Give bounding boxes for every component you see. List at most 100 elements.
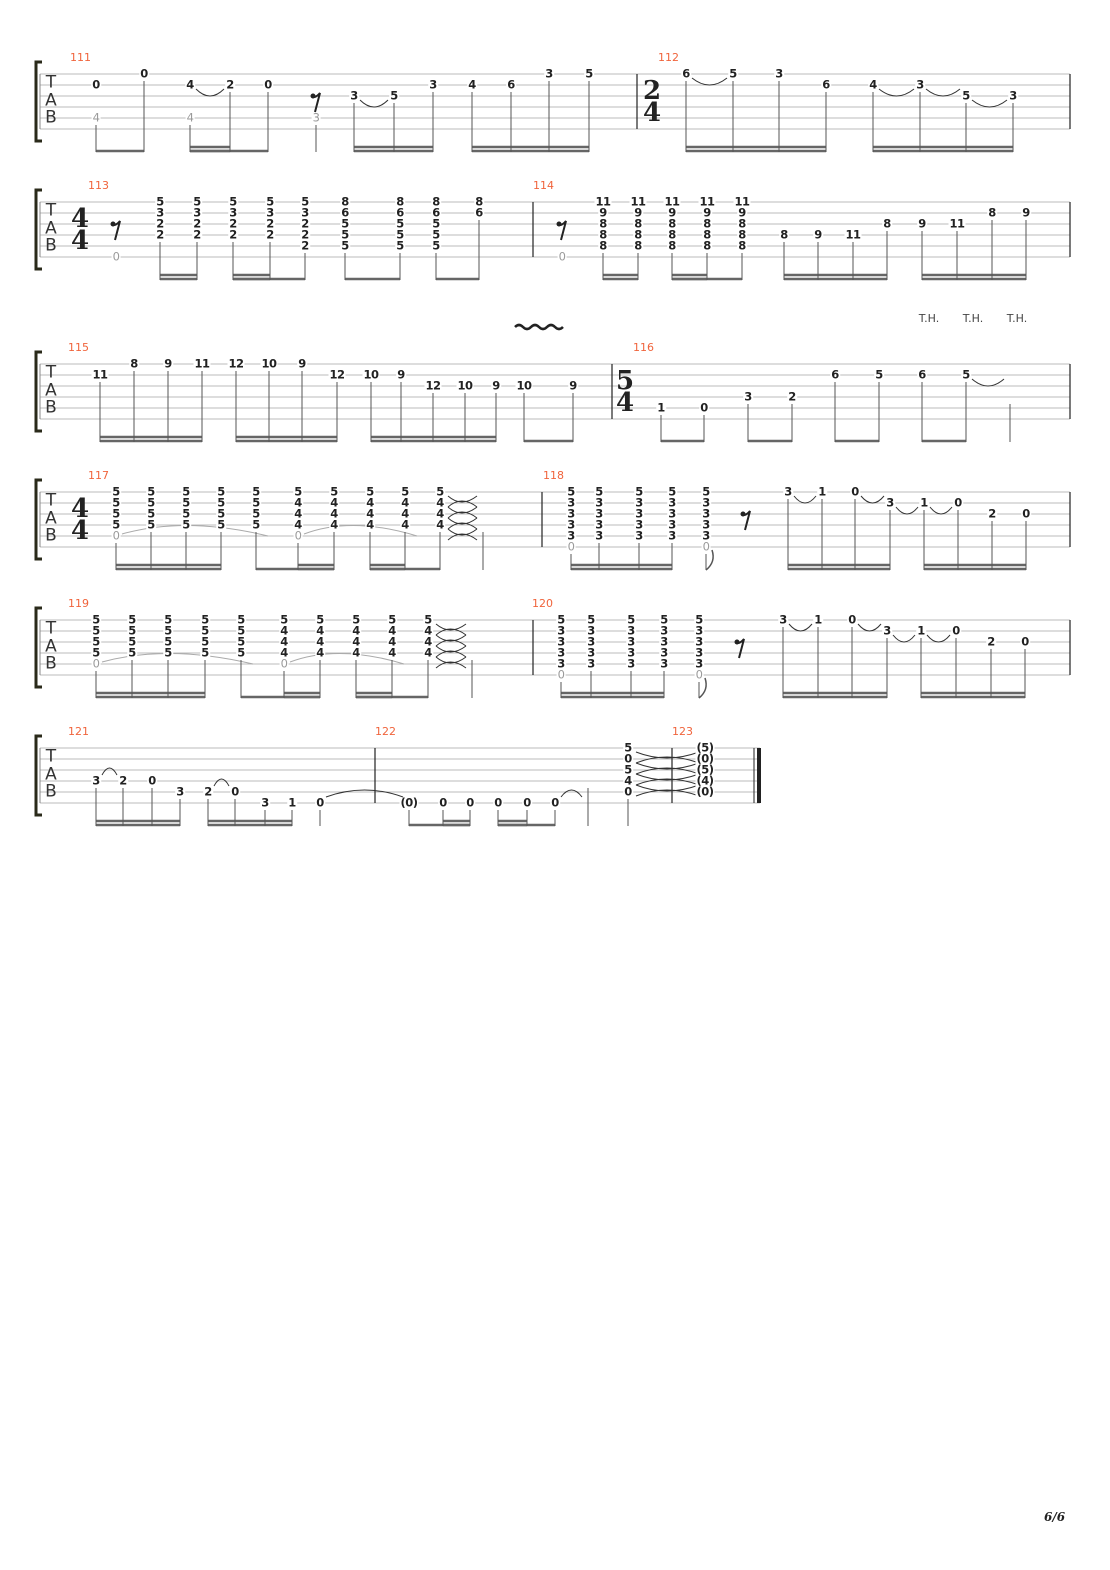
fret-number: 5: [192, 194, 202, 209]
fret-number: 3: [265, 205, 275, 220]
fret-number: 5: [181, 484, 191, 499]
fret-number: 3: [428, 77, 438, 92]
fret-number: 11: [948, 216, 966, 231]
fret-number: 3: [586, 623, 596, 638]
fret-number: 4: [365, 495, 375, 510]
fret-number: 5: [279, 612, 289, 627]
fret-number: 0: [263, 77, 273, 92]
fret-number: 4: [365, 517, 375, 532]
fret-number: 6: [431, 205, 441, 220]
system-bracket: [34, 478, 42, 561]
tie-arc: [195, 88, 225, 97]
fret-number: 3: [694, 634, 704, 649]
fret-number: 12: [328, 367, 346, 382]
fret-number: 5: [293, 484, 303, 499]
fret-number: 0: [139, 66, 149, 81]
fret-number: 5: [163, 645, 173, 660]
fret-number: 1: [919, 495, 929, 510]
measure-number: 123: [672, 725, 693, 738]
tie-arc: [447, 495, 478, 503]
fret-number: 5: [146, 506, 156, 521]
tie-arc-ghost: [121, 524, 269, 537]
tie-arc: [435, 661, 467, 669]
fret-number: 9: [667, 205, 677, 220]
fret-number: 2: [300, 238, 310, 253]
tab-clef-letter: B: [45, 781, 57, 802]
tie-arc: [447, 500, 478, 508]
fret-number: 4: [279, 634, 289, 649]
fret-number: 3: [659, 634, 669, 649]
fret-number: 5: [251, 517, 261, 532]
fret-number: 5: [387, 612, 397, 627]
fret-number: 5: [200, 634, 210, 649]
measure-number: 122: [375, 725, 396, 738]
ghost-fret-number: 0: [556, 667, 566, 682]
tie-arc: [325, 789, 404, 798]
fret-number: 5: [395, 216, 405, 231]
fret-number: 3: [586, 634, 596, 649]
fret-number: 8: [431, 194, 441, 209]
fret-number: 0: [847, 612, 857, 627]
fret-number: 3: [556, 623, 566, 638]
ghost-fret-number: 0: [557, 249, 567, 264]
tie-arc: [359, 99, 389, 108]
fret-number: 3: [192, 205, 202, 220]
fret-number: 3: [1008, 88, 1018, 103]
fret-number: 3: [667, 495, 677, 510]
tie-arc: [447, 528, 478, 536]
fret-number: 4: [329, 517, 339, 532]
fret-number: 11: [594, 194, 612, 209]
fret-number: 0: [438, 795, 448, 810]
tab-clef-letter: A: [45, 636, 57, 656]
fret-number: 5: [181, 506, 191, 521]
fret-number: 5: [216, 484, 226, 499]
eighth-rest-icon: [311, 92, 321, 113]
fret-number: 1: [813, 612, 823, 627]
fret-number: 3: [586, 645, 596, 660]
fret-number: 3: [701, 506, 711, 521]
fret-number: 3: [626, 645, 636, 660]
fret-number: 2: [987, 506, 997, 521]
measure-number: 120: [532, 597, 553, 610]
measure-number: 119: [68, 597, 89, 610]
fret-number: 3: [659, 645, 669, 660]
fret-number: 4: [351, 623, 361, 638]
fret-number: 5: [228, 194, 238, 209]
eighth-rest-icon: [111, 220, 121, 241]
fret-number: 6: [830, 367, 840, 382]
tab-clef-letter: T: [45, 200, 57, 221]
fret-number: 3: [544, 66, 554, 81]
measure-number: 114: [533, 179, 554, 192]
tie-arc: [788, 623, 813, 632]
fret-number: 10: [515, 378, 533, 393]
fret-number: 6: [395, 205, 405, 220]
fret-number: 0: [1020, 634, 1030, 649]
fret-number: 8: [633, 238, 643, 253]
fret-number: 4: [623, 773, 633, 788]
tab-clef-letter: A: [45, 764, 57, 784]
fret-number: 3: [91, 773, 101, 788]
tie-arc: [635, 762, 700, 770]
fret-number: 2: [300, 216, 310, 231]
fret-number: 3: [155, 205, 165, 220]
fret-number: (5): [695, 762, 715, 777]
fret-number: 3: [566, 517, 576, 532]
fret-number: 8: [737, 238, 747, 253]
eighth-rest-icon: [735, 638, 745, 659]
fret-number: 0: [699, 400, 709, 415]
fret-number: 5: [395, 227, 405, 242]
fret-number: 2: [300, 227, 310, 242]
fret-number: 9: [1021, 205, 1031, 220]
ghost-fret-number: 0: [293, 528, 303, 543]
fret-number: 4: [315, 634, 325, 649]
tie-arc: [895, 506, 919, 515]
fret-number: 5: [91, 645, 101, 660]
eighth-flag: [705, 549, 714, 571]
fret-number: 6: [681, 66, 691, 81]
fret-number: 0: [623, 784, 633, 799]
fret-number: 6: [917, 367, 927, 382]
fret-number: 8: [667, 238, 677, 253]
fret-number: 5: [961, 367, 971, 382]
tie-arc: [447, 522, 478, 530]
